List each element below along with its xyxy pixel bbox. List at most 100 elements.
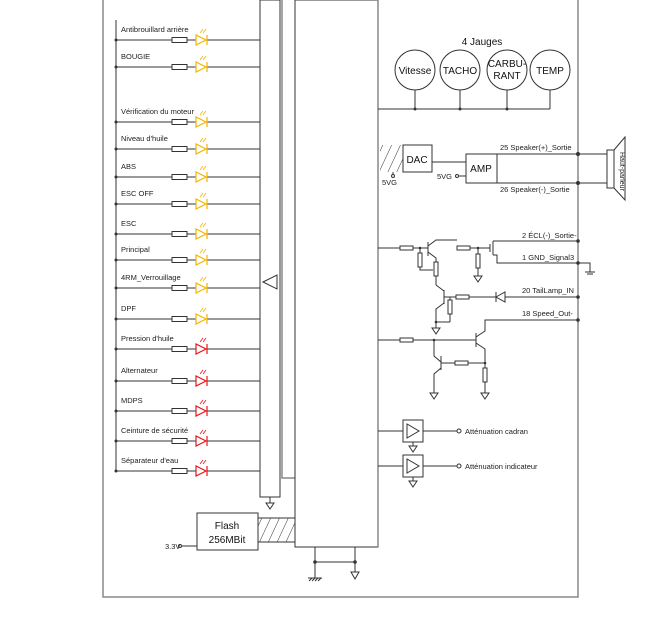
resistor-icon (171, 146, 188, 152)
resistor-icon (171, 346, 188, 352)
led-icon (195, 165, 208, 183)
indicator-label: ESC (121, 219, 137, 228)
flash-supply: 3.3V (165, 542, 180, 551)
resistor-icon (171, 231, 188, 237)
led-icon (195, 192, 208, 210)
indicator-row: Vérification du moteur (114, 107, 260, 128)
led-icon (195, 337, 208, 355)
indicator-label: Séparateur d'eau (121, 456, 178, 465)
resistor-icon (171, 64, 188, 70)
led-icon (195, 307, 208, 325)
indicator-label: DPF (121, 304, 136, 313)
indicator-row: ESC (114, 219, 260, 240)
indicator-row: Antibrouillard arrière (114, 25, 260, 46)
indicator-row: DPF (114, 304, 260, 325)
indicator-row: Séparateur d'eau (114, 456, 260, 477)
indicator-label: Principal (121, 245, 150, 254)
led-icon (195, 55, 208, 73)
gauges-title: 4 Jauges (462, 37, 503, 48)
buffer-icon (406, 458, 420, 474)
led-icon (195, 276, 208, 294)
indicator-row: 4RM_Verrouillage (114, 273, 260, 294)
indicator-row: Ceinture de sécurité (114, 426, 260, 447)
dimming-indicator-label: Atténuation indicateur (465, 462, 538, 471)
indicator-row: BOUGIE (114, 52, 260, 73)
flash-label: Flash (215, 521, 239, 532)
led-icon (195, 222, 208, 240)
amplifier (465, 153, 498, 184)
driver-triangle-icon (261, 274, 278, 290)
speaker-neg-pin: 26 Speaker(-)_Sortie (500, 185, 570, 194)
gauge-label: TEMP (536, 66, 564, 77)
led-icon (195, 369, 208, 387)
resistor-icon (171, 468, 188, 474)
output-transistors: 2 ÉCL(-)_Sortie- 1 GND_Signal3 20 TailLa… (378, 231, 595, 400)
flash-bus (257, 517, 296, 543)
indicator-label: Ceinture de sécurité (121, 426, 188, 435)
gauge-label: CARBU- (488, 59, 526, 70)
led-icon (195, 28, 208, 46)
driver-link (281, 0, 295, 479)
dimming-buffer-indicator: Atténuation indicateur (378, 454, 538, 488)
buffer-icon (406, 423, 420, 439)
led-icon (195, 248, 208, 266)
gauge-label: RANT (493, 71, 520, 82)
resistor-icon (171, 257, 188, 263)
indicator-row: Niveau d'huile (114, 134, 260, 155)
pin-ecl-out: 2 ÉCL(-)_Sortie- (522, 231, 577, 240)
pin-taillamp-in: 20 TailLamp_IN (522, 286, 574, 295)
amp-supply: 5VG (437, 172, 452, 181)
resistor-icon (171, 119, 188, 125)
led-icon (195, 110, 208, 128)
indicator-label: ABS (121, 162, 136, 171)
gauge-label: Vitesse (399, 66, 432, 77)
gauge: CARBU-RANT (486, 49, 528, 111)
indicator-label: Niveau d'huile (121, 134, 168, 143)
speaker-icon (606, 149, 615, 189)
resistor-icon (171, 201, 188, 207)
resistor-icon (171, 438, 188, 444)
dac-supply: 5VG (382, 178, 397, 187)
indicator-row: Pression d'huile (114, 334, 260, 355)
gauge: Vitesse (394, 49, 436, 111)
dac (402, 144, 433, 173)
resistor-icon (171, 37, 188, 43)
led-icon (195, 137, 208, 155)
indicator-label: Antibrouillard arrière (121, 25, 189, 34)
indicator-row: ABS (114, 162, 260, 183)
indicator-row: ESC OFF (114, 189, 260, 210)
resistor-icon (171, 378, 188, 384)
resistor-icon (171, 174, 188, 180)
resistor-icon (171, 316, 188, 322)
flash-size: 256MBit (209, 535, 246, 546)
resistor-icon (171, 285, 188, 291)
indicator-label: Pression d'huile (121, 334, 174, 343)
indicator-label: Alternateur (121, 366, 158, 375)
gauge: TEMP (529, 49, 571, 109)
led-icon (195, 399, 208, 417)
indicator-label: ESC OFF (121, 189, 154, 198)
pin-gnd-signal: 1 GND_Signal3 (522, 253, 574, 262)
dimming-buffer-dial: Atténuation cadran (378, 419, 528, 453)
indicator-row: Principal (114, 245, 260, 266)
speaker-pos-pin: 25 Speaker(+)_Sortie (500, 143, 572, 152)
gauge: TACHO (439, 49, 481, 111)
ground-icon (265, 502, 275, 510)
amp-label: AMP (470, 164, 492, 175)
dac-label: DAC (406, 155, 427, 166)
indicator-label: Vérification du moteur (121, 107, 194, 116)
dac-bus (380, 145, 403, 172)
indicator-row: Alternateur (114, 366, 260, 387)
mcu-block (294, 0, 379, 548)
indicator-label: MDPS (121, 396, 143, 405)
gauges: Vitesse TACHO CARBU-RANT TEMP (394, 49, 571, 111)
pin-speed-out: 18 Speed_Out- (522, 309, 573, 318)
ground-icon (350, 571, 360, 581)
indicator-label: 4RM_Verrouillage (121, 273, 181, 282)
gauge-label: TACHO (443, 66, 477, 77)
led-icon (195, 459, 208, 477)
speaker-label: Haut-parleur (618, 152, 625, 192)
indicator-label: BOUGIE (121, 52, 150, 61)
